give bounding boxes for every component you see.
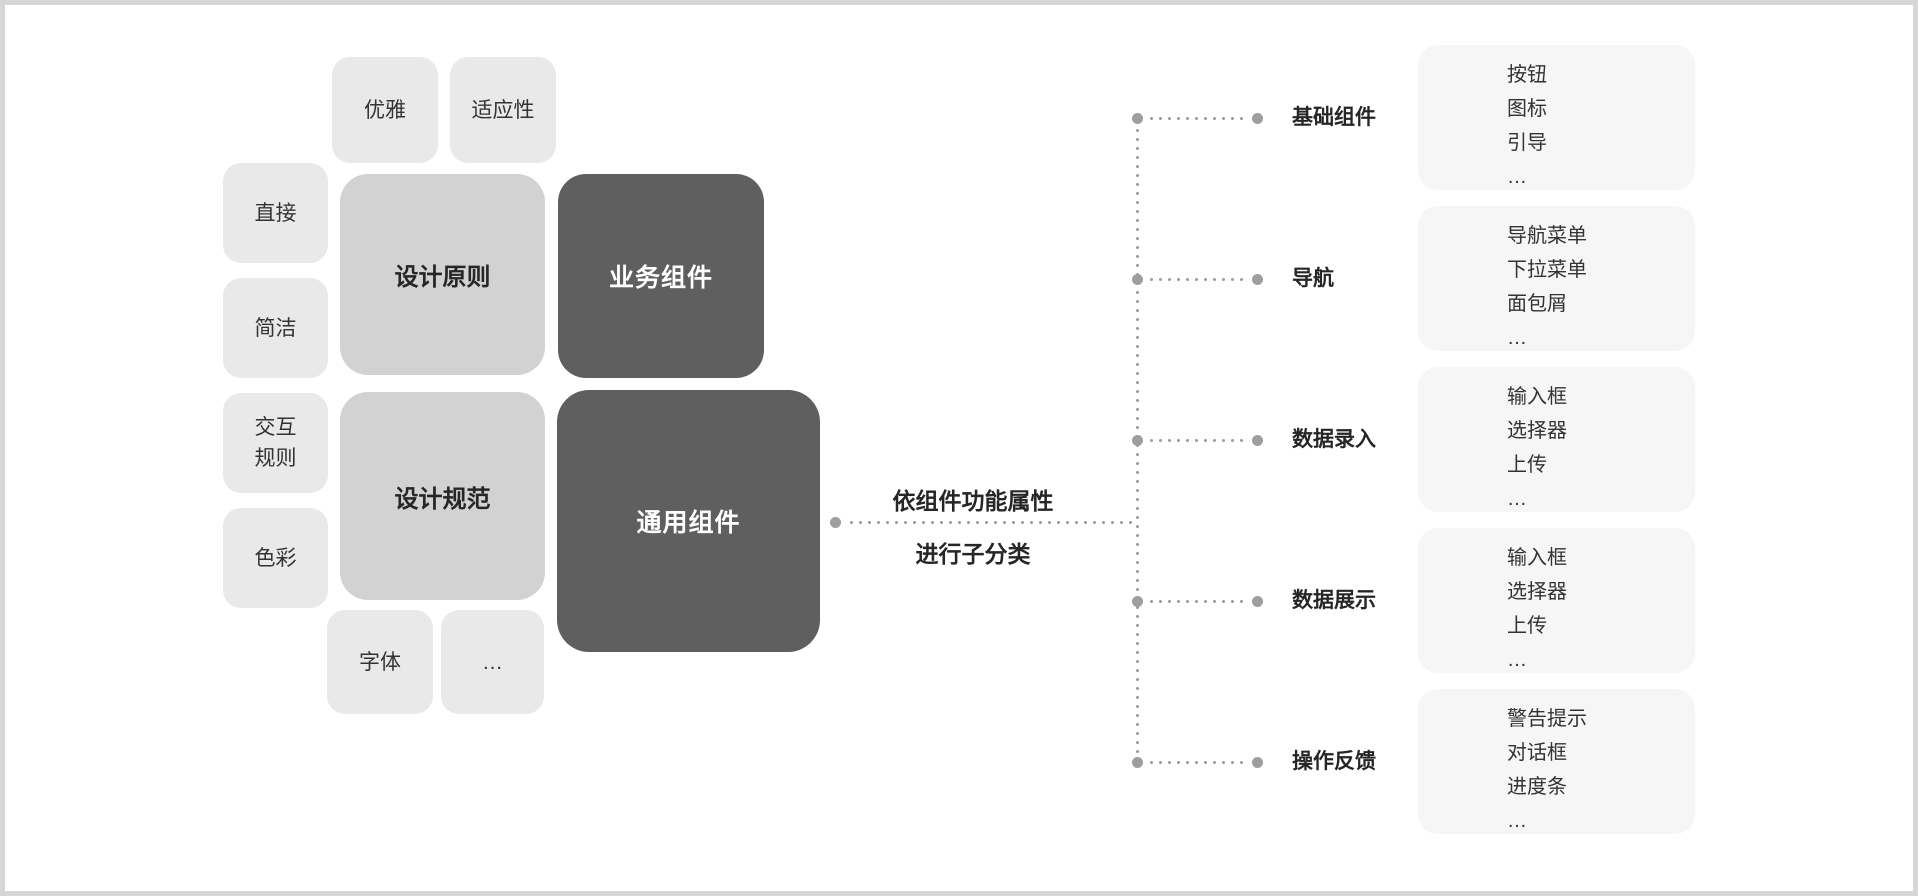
branch-junction-dot	[1132, 435, 1143, 446]
box-general-components: 通用组件	[557, 390, 820, 652]
branch-junction-dot	[1132, 757, 1143, 768]
list-item: 下拉菜单	[1507, 259, 1587, 281]
branch-line	[1147, 761, 1247, 764]
branch-line	[1147, 117, 1247, 120]
list-item: 选择器	[1507, 420, 1567, 442]
connector-start-dot	[830, 517, 841, 528]
connector-line	[847, 521, 1137, 524]
list-item: 警告提示	[1507, 708, 1587, 730]
tag-more: …	[441, 610, 544, 714]
tag-interaction-rules-text: 交互 规则	[254, 416, 297, 470]
box-business-components: 业务组件	[558, 174, 764, 378]
branch-junction-dot	[1132, 274, 1143, 285]
tag-interaction-rules: 交互 规则	[223, 393, 328, 493]
list-item: …	[1507, 649, 1527, 671]
list-item: 选择器	[1507, 581, 1567, 603]
list-item: 进度条	[1507, 776, 1567, 798]
list-box-data-entry: 输入框 选择器 上传 …	[1418, 367, 1695, 512]
tag-concise: 简洁	[223, 278, 328, 378]
tag-font: 字体	[327, 610, 433, 714]
list-item: 对话框	[1507, 742, 1567, 764]
branch-line	[1147, 278, 1247, 281]
branch-label-data-entry: 数据录入	[1292, 428, 1376, 451]
list-item: 面包屑	[1507, 293, 1567, 315]
list-item: …	[1507, 810, 1527, 832]
list-item: 上传	[1507, 454, 1547, 476]
list-item: 上传	[1507, 615, 1547, 637]
panel-design-principles: 设计原则	[340, 174, 545, 375]
tag-adaptive: 适应性	[450, 57, 556, 163]
branch-end-dot	[1252, 113, 1263, 124]
branch-label-data-display: 数据展示	[1292, 589, 1376, 612]
tag-elegant: 优雅	[332, 57, 438, 163]
tag-direct: 直接	[223, 163, 328, 263]
branch-line	[1147, 600, 1247, 603]
list-item: …	[1507, 327, 1527, 349]
list-item: …	[1507, 166, 1527, 188]
list-item: 引导	[1507, 132, 1547, 154]
branch-label-basic: 基础组件	[1292, 106, 1376, 129]
list-item: 输入框	[1507, 547, 1567, 569]
branch-line	[1147, 439, 1247, 442]
connector-caption-line2: 进行子分类	[915, 541, 1031, 567]
list-item: 导航菜单	[1507, 225, 1587, 247]
branch-end-dot	[1252, 596, 1263, 607]
list-box-basic: 按钮 图标 引导 …	[1418, 45, 1695, 190]
list-item: 图标	[1507, 98, 1547, 120]
branch-junction-dot	[1132, 596, 1143, 607]
branch-label-feedback: 操作反馈	[1292, 750, 1376, 773]
panel-design-specs: 设计规范	[340, 392, 545, 600]
tag-color: 色彩	[223, 508, 328, 608]
branch-junction-dot	[1132, 113, 1143, 124]
branch-label-navigation: 导航	[1292, 267, 1334, 290]
list-box-data-display: 输入框 选择器 上传 …	[1418, 528, 1695, 673]
branch-end-dot	[1252, 757, 1263, 768]
branch-end-dot	[1252, 435, 1263, 446]
list-box-navigation: 导航菜单 下拉菜单 面包屑 …	[1418, 206, 1695, 351]
list-item: 按钮	[1507, 64, 1547, 86]
list-box-feedback: 警告提示 对话框 进度条 …	[1418, 689, 1695, 834]
branch-end-dot	[1252, 274, 1263, 285]
connector-caption-line1: 依组件功能属性	[892, 488, 1054, 514]
list-item: 输入框	[1507, 386, 1567, 408]
list-item: …	[1507, 488, 1527, 510]
